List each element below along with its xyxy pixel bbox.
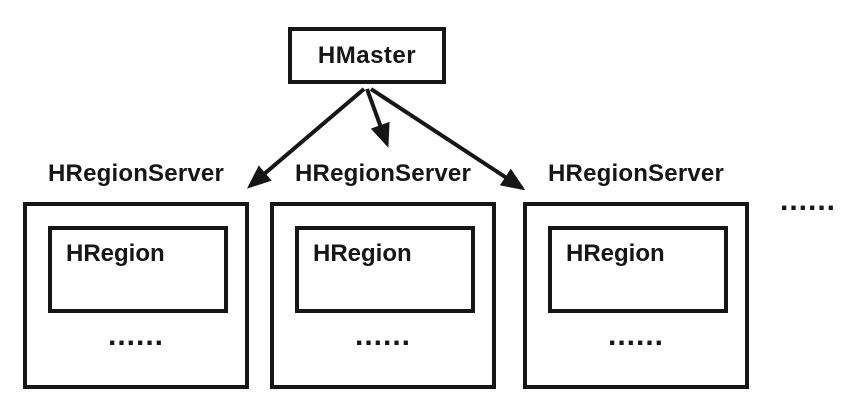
- hregionserver-group-3: HRegionServer HRegion ......: [523, 160, 749, 389]
- hregionserver-node: HRegion ......: [523, 202, 749, 389]
- hregion-label: HRegion: [66, 240, 165, 267]
- arrow-master-to-server2: [365, 88, 390, 148]
- hregionserver-label: HRegionServer: [295, 160, 471, 187]
- more-servers-ellipsis: ......: [779, 184, 836, 217]
- hregionserver-node: HRegion ......: [270, 202, 496, 389]
- hregionserver-group-2: HRegionServer HRegion ......: [270, 160, 496, 389]
- hregionserver-label: HRegionServer: [548, 160, 724, 187]
- hregionserver-label: HRegionServer: [48, 160, 224, 187]
- hmaster-label: HMaster: [317, 41, 417, 69]
- hmaster-node: HMaster: [288, 27, 446, 84]
- hregion-label: HRegion: [566, 240, 665, 267]
- hregion-node: HRegion: [48, 226, 228, 313]
- hregionserver-group-1: HRegionServer HRegion ......: [23, 160, 249, 389]
- more-regions-ellipsis: ......: [607, 319, 664, 352]
- hregion-node: HRegion: [548, 226, 728, 313]
- hregion-label: HRegion: [313, 240, 412, 267]
- hregionserver-node: HRegion ......: [23, 202, 249, 389]
- more-regions-ellipsis: ......: [107, 319, 164, 352]
- hregion-node: HRegion: [295, 226, 475, 313]
- more-regions-ellipsis: ......: [354, 319, 411, 352]
